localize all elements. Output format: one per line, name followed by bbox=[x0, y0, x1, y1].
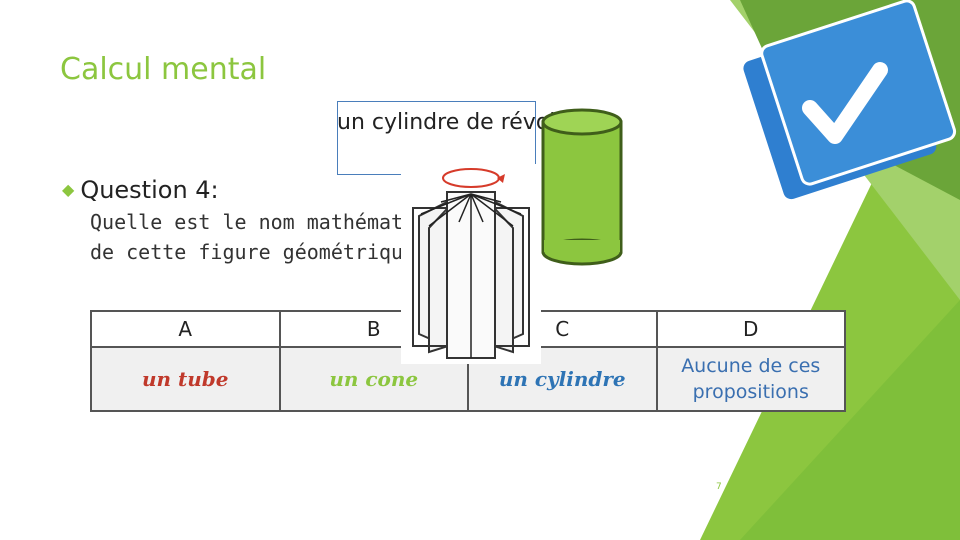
answer-text: un cylindre de révolution bbox=[337, 110, 612, 135]
option-b-text: un cone bbox=[329, 367, 419, 391]
question-heading: ◆ Question 4: bbox=[62, 176, 219, 204]
question-prompt: Quelle est le nom mathématique de cette … bbox=[90, 207, 451, 267]
option-c-text: un cylindre bbox=[498, 367, 626, 391]
question-label: Question 4: bbox=[80, 176, 219, 204]
choice-option-a[interactable]: un tube bbox=[90, 346, 281, 412]
choice-option-d[interactable]: Aucune de ces propositions bbox=[655, 346, 846, 412]
option-d-text: Aucune de ces propositions bbox=[681, 355, 821, 403]
answer-box bbox=[337, 101, 536, 175]
option-a-text: un tube bbox=[141, 367, 229, 391]
page-number: 7 bbox=[716, 482, 722, 492]
revolution-figure bbox=[401, 164, 541, 364]
green-triangle-bottom bbox=[740, 300, 960, 540]
choice-header-a: A bbox=[90, 310, 281, 348]
prompt-line-1: Quelle est le nom mathématique bbox=[90, 210, 452, 234]
slide-title: Calcul mental bbox=[60, 52, 267, 87]
prompt-line-2: de cette figure géométrique… bbox=[90, 240, 428, 264]
bullet-arrow-icon: ◆ bbox=[62, 180, 75, 199]
checkmark-badge-icon bbox=[743, 0, 957, 200]
cylinder-figure bbox=[541, 108, 623, 266]
choice-header-d: D bbox=[655, 310, 846, 348]
